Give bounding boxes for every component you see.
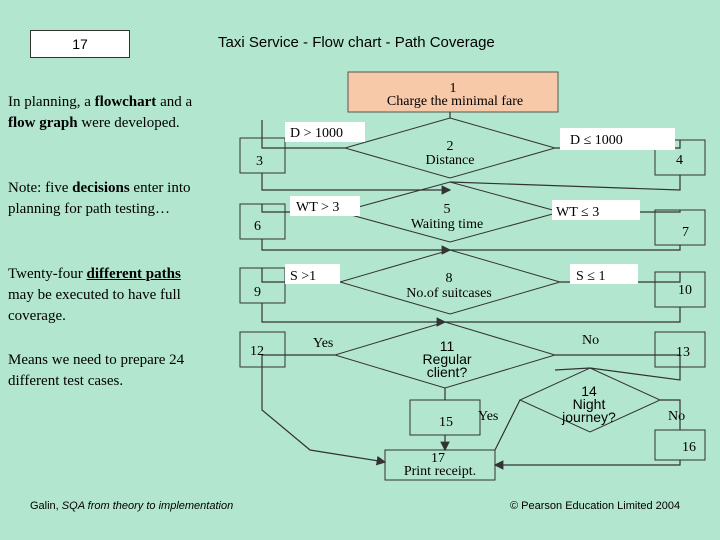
node-8-label: No.of suitcases (406, 286, 492, 301)
paragraph-planning: In planning, a flowchart and a flow grap… (8, 94, 193, 131)
node-1-number: 1 (450, 81, 457, 96)
node-12-number: 12 (250, 344, 264, 359)
diamond-distance (343, 117, 557, 179)
node-11-number: 11 (440, 338, 455, 354)
edge-label-wt-le: WT ≤ 3 (556, 205, 599, 220)
node-14-label-1: Night (573, 396, 606, 412)
node-2-number: 2 (447, 139, 454, 154)
paragraph-test-cases: Means we need to prepare 24 different te… (8, 352, 185, 389)
edge-label-d-gt: D > 1000 (290, 126, 343, 141)
paragraph-decisions: Note: five decisions enter into planning… (8, 180, 191, 217)
node-6-number: 6 (254, 219, 261, 234)
node-1-label: Charge the minimal fare (387, 94, 523, 109)
edge-label-yes-1: Yes (313, 336, 333, 351)
node-11-label-1: Regular (422, 351, 471, 367)
diamond-night-journey (518, 367, 662, 433)
footer-source: Galin, SQA from theory to implementation (30, 500, 234, 512)
footer-copyright: © Pearson Education Limited 2004 (510, 500, 681, 512)
page-title: Taxi Service - Flow chart - Path Coverag… (218, 34, 495, 51)
paragraph-paths: Twenty-four different paths may be execu… (8, 266, 181, 324)
node-9-number: 9 (254, 285, 261, 300)
node-16-number: 16 (682, 440, 696, 455)
edge-label-s-gt: S >1 (290, 269, 316, 284)
edge-label-no-2: No (668, 409, 685, 424)
node-14-number: 14 (581, 383, 597, 399)
edge-label-wt-gt: WT > 3 (296, 200, 339, 215)
edge-label-yes-2: Yes (478, 409, 498, 424)
node-5-number: 5 (444, 202, 451, 217)
edge-label-d-le: D ≤ 1000 (570, 133, 623, 148)
node-2-label: Distance (426, 153, 475, 168)
node-5-label: Waiting time (411, 217, 483, 232)
node-3-number: 3 (256, 154, 263, 169)
node-4-number: 4 (676, 153, 683, 168)
node-8-number: 8 (446, 271, 453, 286)
slide-number: 17 (30, 30, 130, 58)
node-14-label-2: journey? (561, 409, 616, 425)
edge-label-no-1: No (582, 333, 599, 348)
diamond-waiting-time (338, 181, 562, 243)
node-11-label-2: client? (427, 364, 468, 380)
node-13-number: 13 (676, 345, 690, 360)
node-1-box (347, 71, 559, 113)
edge-label-s-le: S ≤ 1 (576, 269, 605, 284)
node-7-number: 7 (682, 225, 689, 240)
node-17-number: 17 (431, 451, 445, 466)
node-10-number: 10 (678, 283, 692, 298)
diamond-suitcases (338, 249, 562, 315)
node-17-label: Print receipt. (404, 464, 476, 479)
node-15-number: 15 (439, 415, 453, 430)
